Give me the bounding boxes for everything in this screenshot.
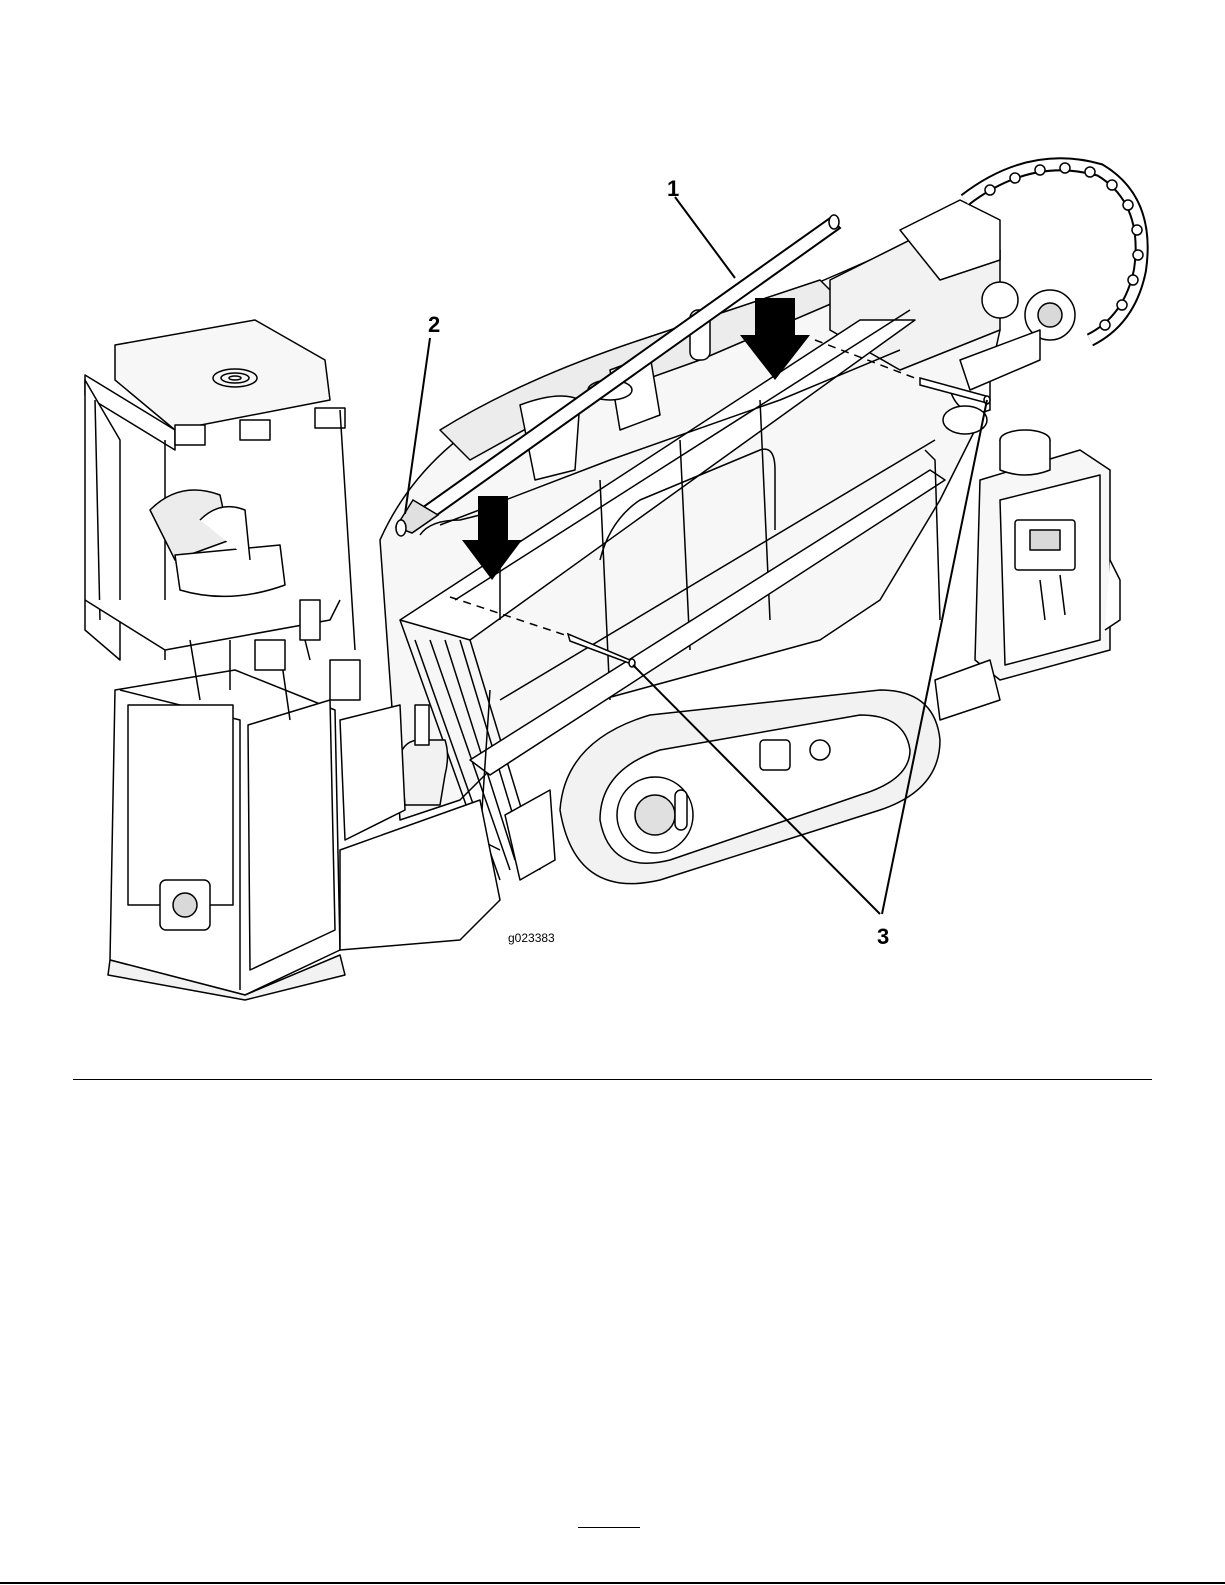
graphic-id: g023383: [508, 931, 555, 945]
page-bottom-rule: [0, 1582, 1225, 1584]
control-console: [108, 600, 360, 1000]
engine-housing: [975, 430, 1120, 680]
footer-rule: [578, 1527, 640, 1528]
operator-seat: [150, 490, 285, 596]
callout-2: 2: [428, 314, 440, 336]
track-assembly: [560, 690, 940, 884]
section-divider: [73, 1079, 1152, 1080]
callout-1: 1: [667, 178, 679, 200]
callout-3: 3: [877, 926, 889, 948]
machine-illustration: [0, 0, 1225, 1060]
